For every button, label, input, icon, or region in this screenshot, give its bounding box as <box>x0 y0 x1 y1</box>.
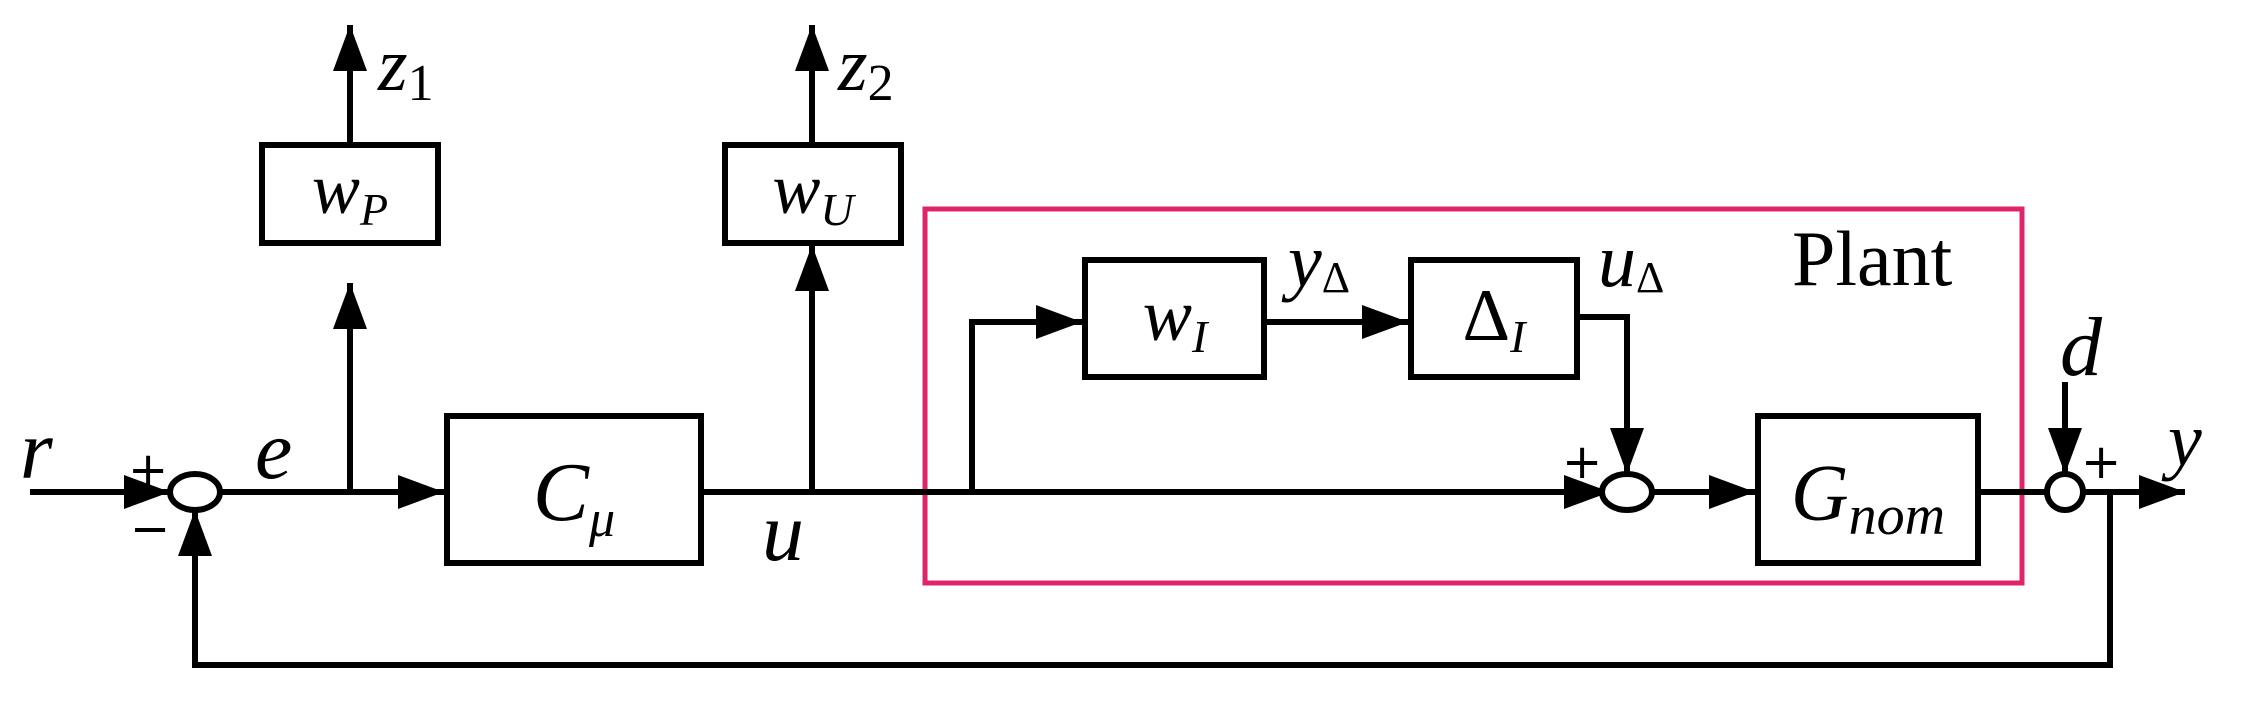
block-wu-label: wU <box>772 149 856 235</box>
block-wi <box>1082 257 1267 380</box>
block-wu <box>722 142 904 246</box>
plant-boundary <box>922 206 2025 586</box>
sign-minus-feedback: − <box>130 501 170 557</box>
signal-z1-label: z1 <box>377 23 434 112</box>
signal-r-label: r <box>20 404 53 497</box>
block-c-mu-label: Cμ <box>533 446 615 548</box>
wire-delta-to-sum2 <box>1577 314 1644 474</box>
block-wp <box>259 142 441 246</box>
block-g-nom <box>1755 413 1981 566</box>
sign-plus-u: + <box>1562 434 1602 490</box>
wire-u-to-wi <box>969 305 1082 492</box>
sign-plus-r: + <box>128 442 168 498</box>
block-c-mu <box>444 413 704 566</box>
block-g-nom-label: Gnom <box>1791 450 1945 547</box>
block-delta-i-label: ΔI <box>1463 275 1529 362</box>
block-delta-i <box>1408 257 1580 380</box>
wire-feedback <box>178 492 2113 668</box>
signal-z2-label: z2 <box>837 23 894 112</box>
block-wi-label: wI <box>1143 275 1210 362</box>
sum-junction-error <box>167 471 223 513</box>
sum-junction-output <box>2044 471 2086 513</box>
signal-y-delta-label: yΔ <box>1281 219 1350 303</box>
signal-e-label: e <box>255 404 292 497</box>
signal-y-label: y <box>2161 398 2202 482</box>
plant-label: Plant <box>1792 215 1953 302</box>
signal-u-label: u <box>762 486 804 579</box>
block-wp-label: wP <box>312 149 388 235</box>
sum-junction-input <box>1599 471 1655 513</box>
signal-u-delta-label: uΔ <box>1598 219 1664 303</box>
signal-d-label: d <box>2060 301 2103 394</box>
sign-plus-output: + <box>2081 434 2121 490</box>
